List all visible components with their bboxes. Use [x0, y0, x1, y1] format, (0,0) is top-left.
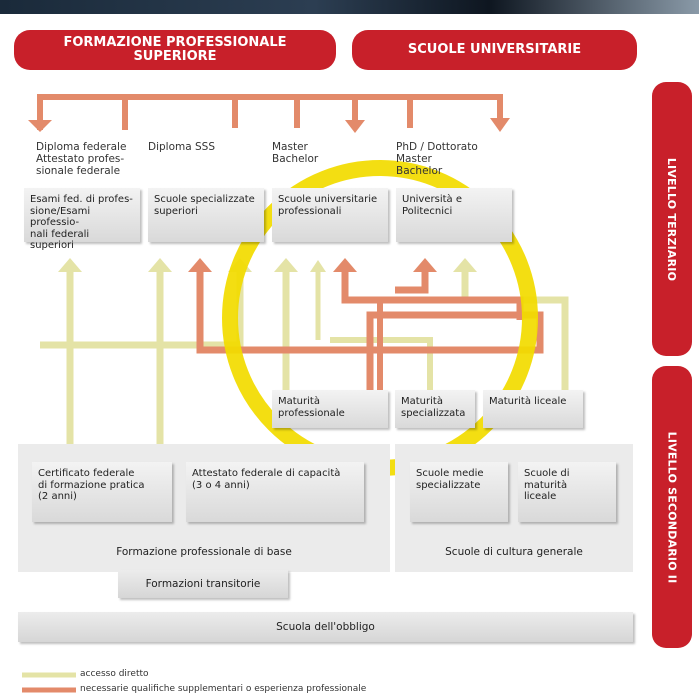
pill-scuole-universitarie: SCUOLE UNIVERSITARIE — [352, 30, 637, 70]
box-maturita-liceale: Maturità liceale — [483, 390, 583, 428]
pill-livello-secondario: LIVELLO SECONDARIO II — [652, 366, 692, 648]
box-certificato-federale: Certificato federale di formazione prati… — [32, 462, 172, 522]
legend-supp: necessarie qualifiche supplementari o es… — [80, 684, 367, 694]
box-maturita-specializzata: Maturità specializzata — [395, 390, 475, 428]
legend-direct: accesso diretto — [80, 669, 149, 679]
pill-formazione-professionale-superiore: FORMAZIONE PROFESSIONALE SUPERIORE — [14, 30, 336, 70]
pill-livello-terziario: LIVELLO TERZIARIO — [652, 82, 692, 356]
top-bar-arrow — [37, 94, 503, 130]
header-photo-strip — [0, 0, 699, 14]
box-scuole-maturita-liceale: Scuole di maturità liceale — [518, 462, 616, 522]
box-attestato-federale: Attestato federale di capacità (3 o 4 an… — [186, 462, 364, 522]
box-esami-federali: Esami fed. di profes- sione/Esami profes… — [24, 188, 140, 251]
box-scuole-medie-specializzate: Scuole medie specializzate — [410, 462, 508, 522]
box-maturita-professionale: Maturità professionale — [272, 390, 388, 428]
box-universita-politecnici: Università e Politecnici — [396, 188, 512, 242]
box-scuole-specializzate: Scuole specializzate superiori — [148, 188, 264, 242]
degree-diploma-sss: Diploma SSS — [148, 141, 216, 153]
label-cultura-generale: Scuole di cultura generale — [445, 546, 583, 558]
label-formazione-base: Formazione professionale di base — [116, 546, 292, 558]
arrow-maturita-to-sss — [196, 272, 544, 390]
box-scuole-universitarie-prof: Scuole universitarie professionali — [272, 188, 388, 242]
degree-phd: PhD / Dottorato Master Bachelor — [396, 141, 478, 177]
box-formazioni-transitorie: Formazioni transitorie — [118, 570, 288, 598]
degree-master-bachelor: Master Bachelor — [272, 141, 319, 165]
degree-diploma-federale: Diploma federale Attestato profes- siona… — [36, 141, 127, 177]
box-scuola-obbligo: Scuola dell'obbligo — [18, 612, 633, 642]
